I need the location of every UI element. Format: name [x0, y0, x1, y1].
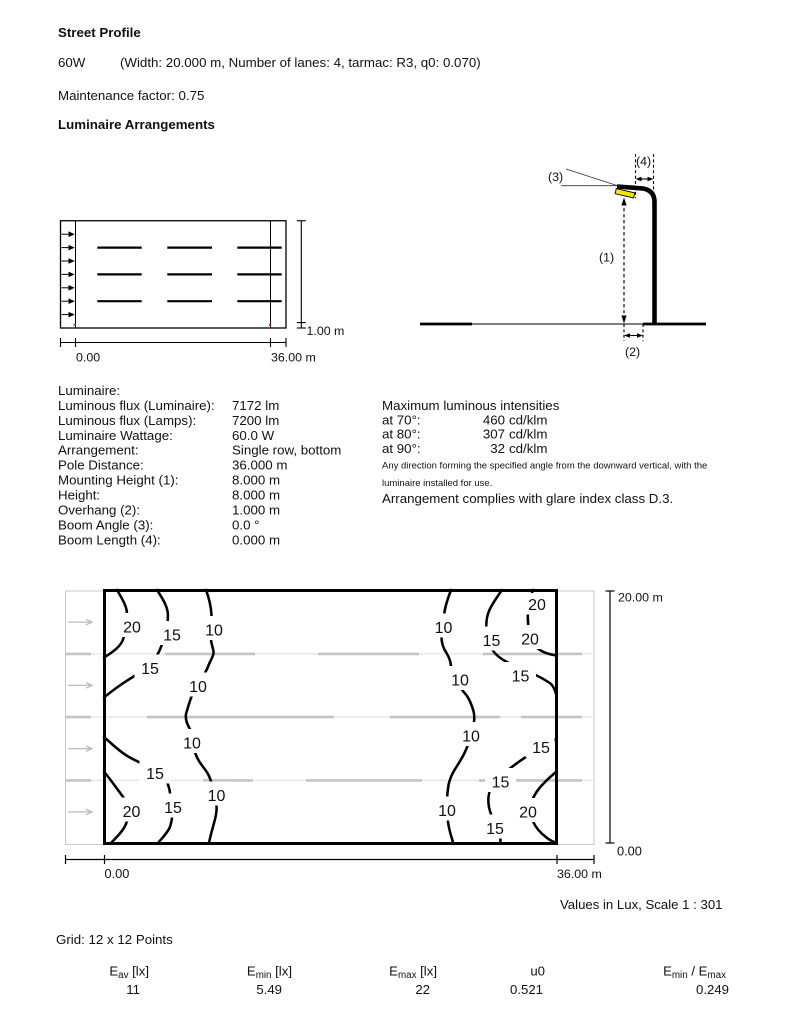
svg-text:20: 20 — [528, 597, 546, 614]
svg-text:Height:: Height: — [58, 488, 100, 503]
svg-text:10: 10 — [205, 623, 223, 640]
svg-text:1.000 m: 1.000 m — [232, 503, 280, 518]
svg-text:15: 15 — [486, 821, 504, 838]
svg-text:at 70°:: at 70°: — [382, 412, 421, 427]
svg-text:36.00 m: 36.00 m — [271, 351, 316, 365]
svg-text:Street Profile: Street Profile — [58, 25, 141, 40]
svg-text:11: 11 — [126, 982, 140, 997]
svg-text:(Width: 20.000 m, Number of la: (Width: 20.000 m, Number of lanes: 4, ta… — [120, 55, 481, 70]
svg-text:8.000 m: 8.000 m — [232, 473, 280, 488]
svg-text:cd/klm: cd/klm — [509, 412, 547, 427]
svg-text:460: 460 — [483, 412, 505, 427]
svg-text:10: 10 — [462, 729, 480, 746]
svg-text:0.000 m: 0.000 m — [232, 532, 280, 547]
svg-text:15: 15 — [492, 775, 510, 792]
svg-text:5.49: 5.49 — [256, 982, 282, 997]
svg-text:Single row, bottom: Single row, bottom — [232, 443, 341, 458]
svg-text:cd/klm: cd/klm — [509, 427, 547, 442]
svg-text:15: 15 — [164, 800, 182, 817]
svg-text:8.000 m: 8.000 m — [232, 488, 280, 503]
svg-text:Luminous flux (Lamps):: Luminous flux (Lamps): — [58, 413, 196, 428]
svg-text:32: 32 — [490, 441, 505, 456]
svg-text:cd/klm: cd/klm — [509, 441, 547, 456]
svg-text:307: 307 — [483, 427, 505, 442]
svg-text:Values in Lux, Scale 1 : 301: Values in Lux, Scale 1 : 301 — [560, 897, 723, 912]
svg-text:10: 10 — [435, 620, 453, 637]
svg-text:20: 20 — [519, 805, 537, 822]
svg-text:15: 15 — [141, 661, 159, 678]
svg-text:(2): (2) — [625, 345, 640, 359]
svg-text:60W: 60W — [58, 55, 86, 70]
svg-text:10: 10 — [451, 673, 469, 690]
svg-text:Pole Distance:: Pole Distance: — [58, 458, 144, 473]
svg-text:15: 15 — [483, 633, 501, 650]
svg-text:Emax [lx]: Emax [lx] — [389, 964, 437, 982]
svg-text:(3): (3) — [548, 170, 563, 184]
svg-text:15: 15 — [512, 669, 530, 686]
svg-text:15: 15 — [146, 766, 164, 783]
svg-text:36.00 m: 36.00 m — [557, 867, 602, 881]
svg-text:20: 20 — [521, 632, 539, 649]
svg-text:20.00 m: 20.00 m — [618, 591, 663, 605]
svg-text:Any direction forming the spec: Any direction forming the specified angl… — [382, 461, 707, 472]
svg-text:at 80°:: at 80°: — [382, 427, 421, 442]
svg-text:Arrangement:: Arrangement: — [58, 443, 139, 458]
svg-text:Luminaire:: Luminaire: — [58, 383, 120, 398]
svg-text:22: 22 — [415, 982, 430, 997]
svg-text:20: 20 — [123, 620, 141, 637]
svg-text:0.00: 0.00 — [617, 844, 642, 859]
svg-text:luminaire installed for use.: luminaire installed for use. — [382, 478, 492, 489]
svg-text:0.00: 0.00 — [76, 351, 100, 365]
svg-text:(4): (4) — [636, 155, 651, 169]
svg-text:7172 lm: 7172 lm — [232, 398, 279, 413]
svg-text:15: 15 — [532, 740, 550, 757]
svg-text:10: 10 — [208, 788, 226, 805]
svg-text:Luminaire Wattage:: Luminaire Wattage: — [58, 428, 173, 443]
svg-text:Maximum luminous intensities: Maximum luminous intensities — [382, 398, 560, 413]
svg-text:60.0 W: 60.0 W — [232, 428, 275, 443]
svg-text:1.00 m: 1.00 m — [307, 324, 345, 338]
svg-text:Boom Length (4):: Boom Length (4): — [58, 532, 161, 547]
svg-text:Maintenance factor: 0.75: Maintenance factor: 0.75 — [58, 88, 204, 103]
svg-text:10: 10 — [438, 803, 456, 820]
svg-text:Grid: 12 x 12 Points: Grid: 12 x 12 Points — [56, 932, 173, 947]
svg-text:10: 10 — [183, 736, 201, 753]
svg-text:Luminaire Arrangements: Luminaire Arrangements — [58, 117, 215, 132]
svg-text:20: 20 — [123, 804, 141, 821]
svg-text:Eav [lx]: Eav [lx] — [109, 964, 149, 982]
svg-text:0.521: 0.521 — [510, 982, 543, 997]
svg-text:36.000 m: 36.000 m — [232, 458, 287, 473]
svg-text:Emin [lx]: Emin [lx] — [247, 964, 292, 982]
svg-text:Emin / Emax: Emin / Emax — [663, 964, 726, 982]
svg-text:Boom Angle (3):: Boom Angle (3): — [58, 517, 153, 532]
svg-text:Luminous flux (Luminaire):: Luminous flux (Luminaire): — [58, 398, 215, 413]
svg-text:Arrangement complies with glar: Arrangement complies with glare index cl… — [382, 491, 673, 506]
svg-text:0.249: 0.249 — [696, 982, 729, 997]
svg-text:(1): (1) — [599, 251, 614, 265]
svg-text:7200 lm: 7200 lm — [232, 413, 279, 428]
svg-text:10: 10 — [189, 679, 207, 696]
svg-text:15: 15 — [163, 628, 181, 645]
svg-text:Overhang (2):: Overhang (2): — [58, 503, 140, 518]
svg-text:0.00: 0.00 — [105, 866, 130, 881]
svg-text:at 90°:: at 90°: — [382, 441, 421, 456]
svg-text:0.0 °: 0.0 ° — [232, 517, 260, 532]
svg-text:Mounting Height (1):: Mounting Height (1): — [58, 473, 178, 488]
svg-text:u0: u0 — [530, 964, 545, 979]
